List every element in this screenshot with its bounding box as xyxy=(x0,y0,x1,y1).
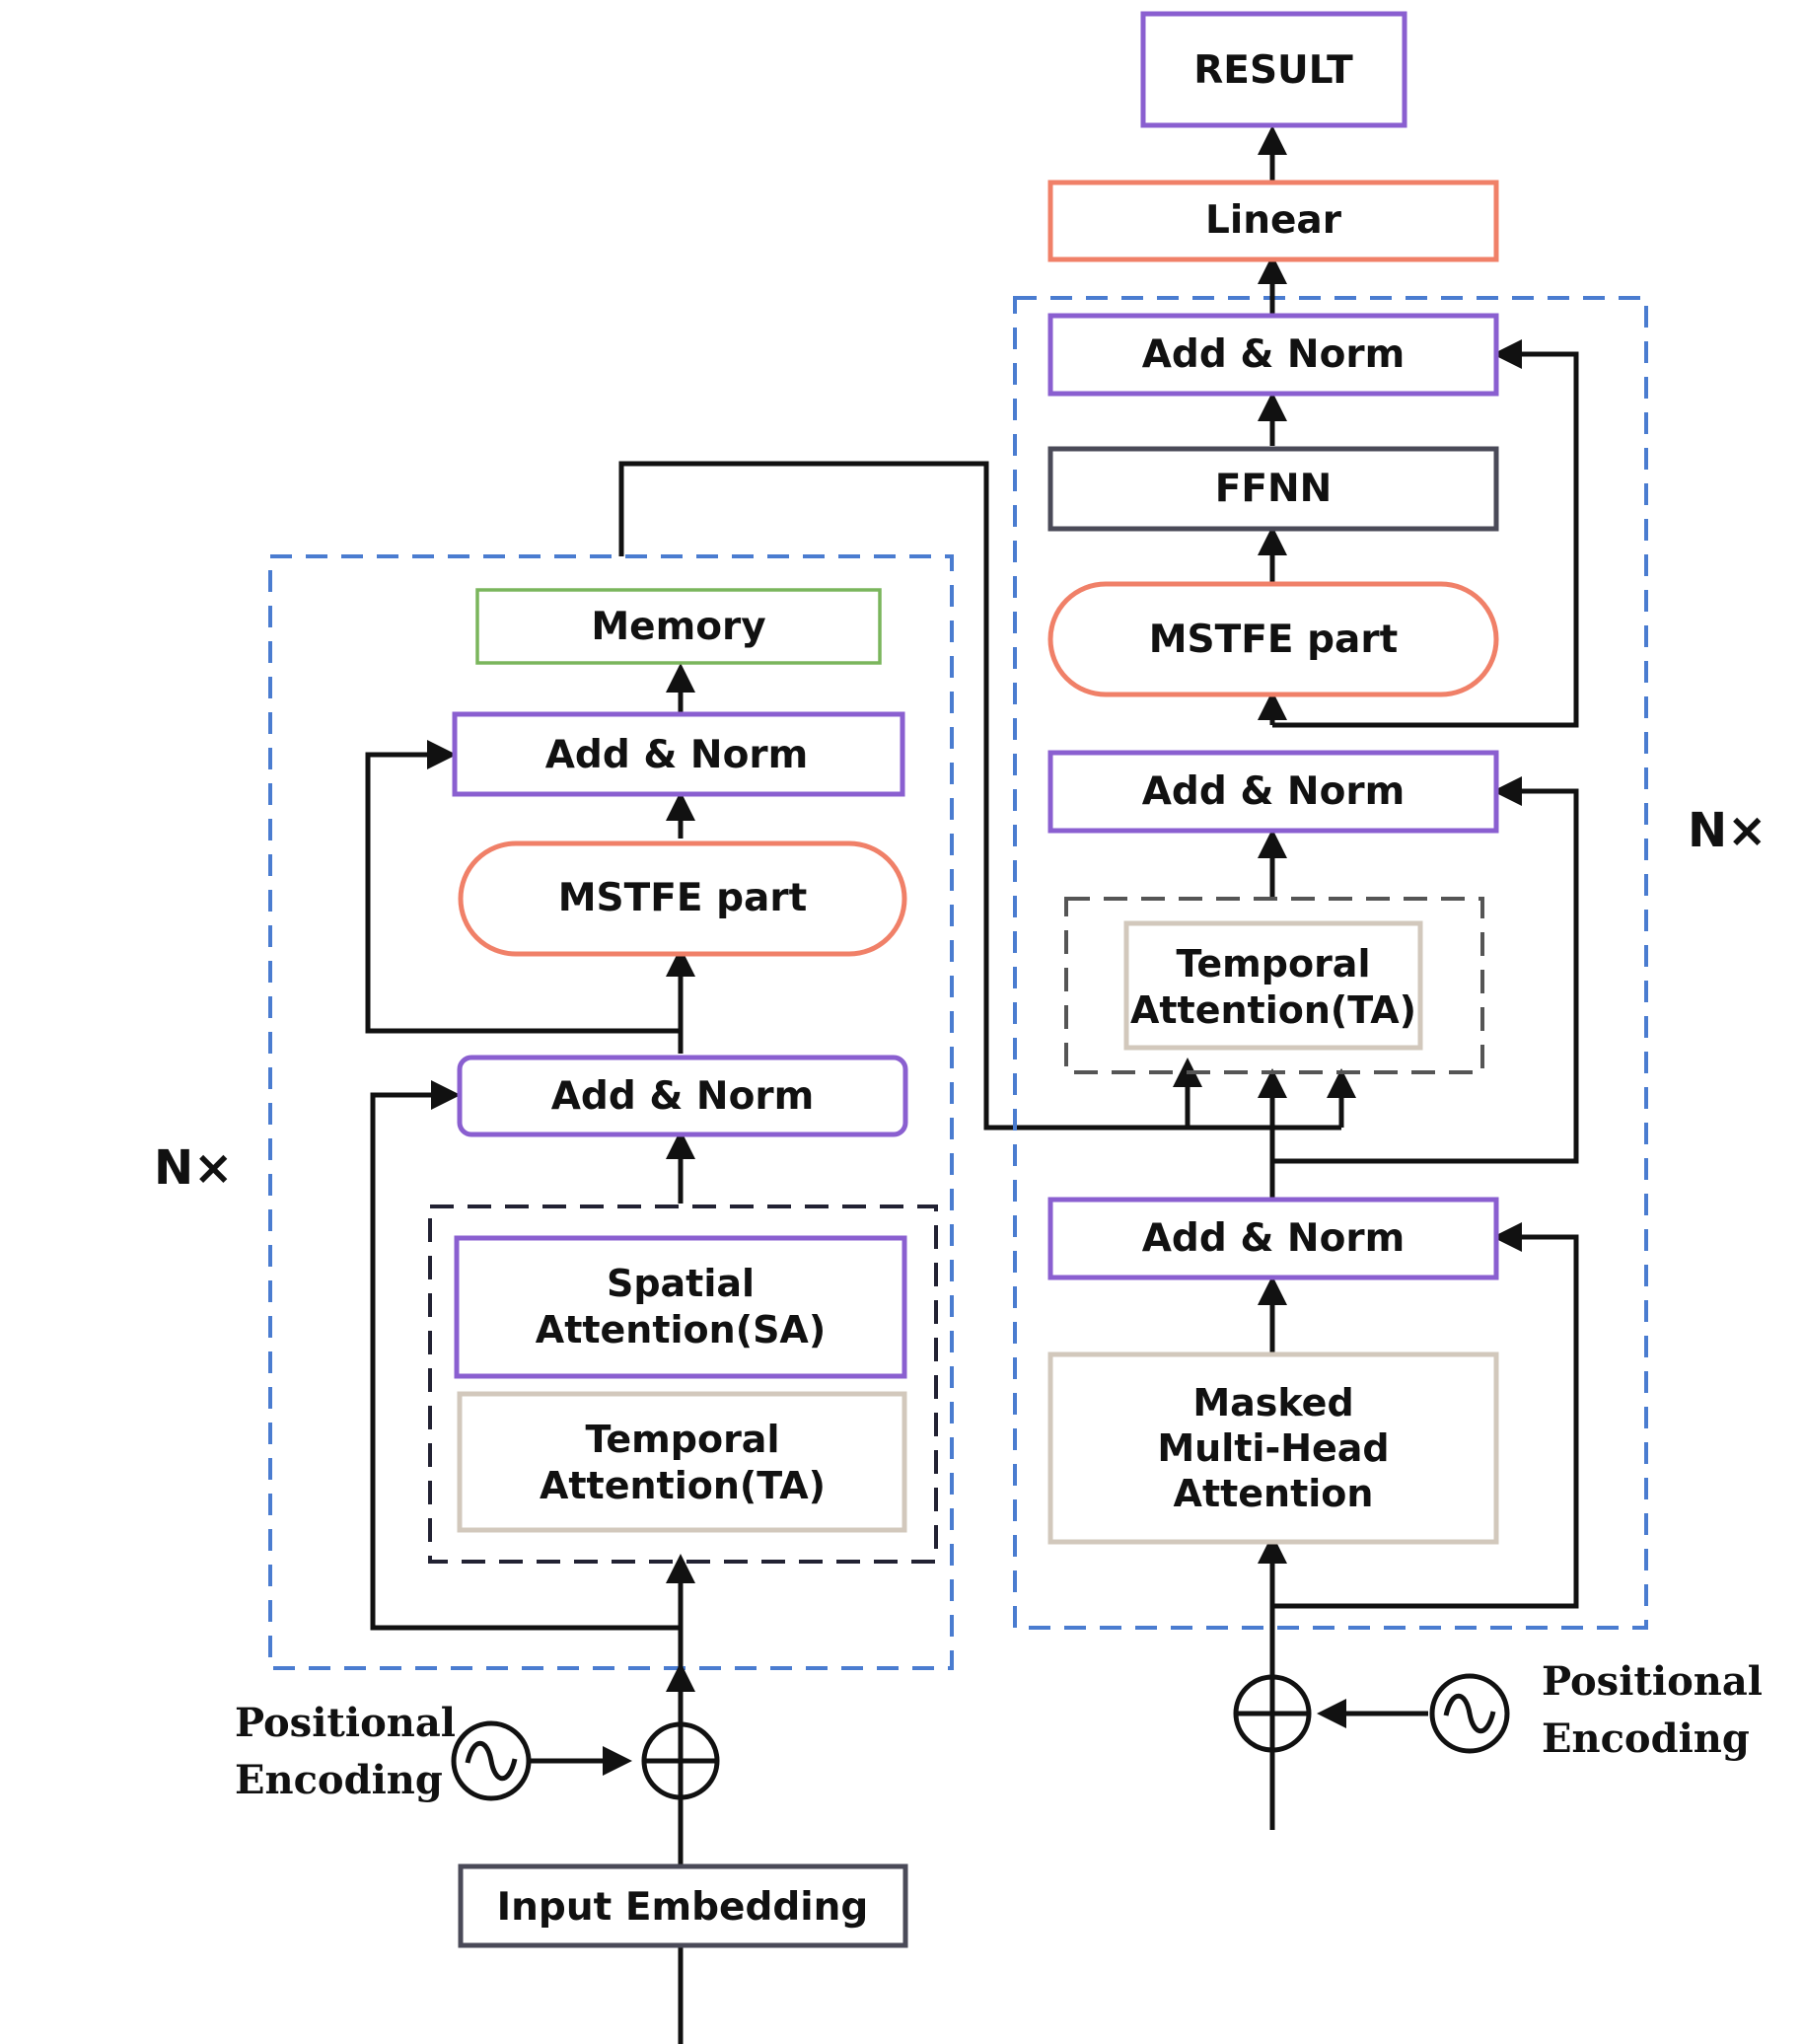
result-label: RESULT xyxy=(1193,48,1353,93)
linear-label: Linear xyxy=(1205,198,1342,243)
decoder-block: RESULT Linear Add & Norm FFNN MSTFE part… xyxy=(1013,11,1767,1830)
result-box xyxy=(1140,11,1407,128)
encoder-add-norm-top xyxy=(452,711,905,797)
ffnn-label: FFNN xyxy=(1215,467,1333,511)
memory-label: Memory xyxy=(591,605,765,649)
spatial-attention-line2: Attention(SA) xyxy=(536,1308,826,1351)
masked-attention-box xyxy=(1047,1351,1499,1545)
encoder-add-norm-top-label: Add & Norm xyxy=(545,733,809,777)
encoder-add-norm-mid-label: Add & Norm xyxy=(551,1074,815,1119)
decoder-repeat-frame xyxy=(1013,296,1648,1630)
encoder-positional-label-1: Positional xyxy=(235,1700,456,1746)
masked-attention-line2: Multi-Head xyxy=(1157,1426,1389,1470)
encoder-temporal-attention-box xyxy=(457,1391,907,1533)
input-embedding-box xyxy=(458,1863,908,1948)
sum-circle-icon xyxy=(1233,1674,1312,1753)
decoder-add-norm-top-label: Add & Norm xyxy=(1142,332,1406,377)
encoder-mstfe-label: MSTFE part xyxy=(558,876,807,920)
masked-attention-line1: Masked xyxy=(1192,1381,1353,1424)
decoder-add-norm-top xyxy=(1047,313,1499,397)
sine-wave-icon xyxy=(451,1720,532,1801)
decoder-add-norm-mid xyxy=(1047,750,1499,834)
encoder-attention-group xyxy=(428,1204,938,1564)
encoder-repeat-frame xyxy=(268,554,954,1670)
decoder-mstfe-box xyxy=(1047,581,1499,697)
decoder-mstfe-label: MSTFE part xyxy=(1149,618,1398,662)
encoder-repeat-label: N× xyxy=(154,1140,233,1196)
spatial-attention-line1: Spatial xyxy=(607,1262,755,1305)
decoder-repeat-label: N× xyxy=(1688,803,1767,858)
decoder-attention-group xyxy=(1064,897,1484,1074)
input-embedding-label: Input Embedding xyxy=(497,1885,869,1930)
encoder-mstfe-box xyxy=(458,840,907,957)
encoder-temporal-attention-line2: Attention(TA) xyxy=(540,1464,826,1507)
encoder-block: Memory Add & Norm MSTFE part Add & Norm … xyxy=(154,461,1356,2044)
encoder-add-norm-mid xyxy=(457,1055,908,1137)
decoder-add-norm-bottom-label: Add & Norm xyxy=(1142,1216,1406,1261)
masked-attention-line3: Attention xyxy=(1174,1472,1374,1515)
decoder-positional-label-1: Positional xyxy=(1542,1658,1763,1705)
sum-circle-icon xyxy=(641,1721,720,1800)
spatial-attention-box xyxy=(454,1235,907,1379)
encoder-positional-label-2: Encoding xyxy=(235,1757,443,1803)
ffnn-box xyxy=(1047,446,1499,532)
decoder-add-norm-bottom xyxy=(1047,1197,1499,1280)
decoder-temporal-attention-line1: Temporal xyxy=(1177,942,1371,986)
decoder-temporal-attention-line2: Attention(TA) xyxy=(1130,988,1416,1032)
sine-wave-icon xyxy=(1429,1673,1510,1754)
decoder-add-norm-mid-label: Add & Norm xyxy=(1142,769,1406,814)
memory-box xyxy=(475,588,882,665)
encoder-temporal-attention-line1: Temporal xyxy=(586,1418,780,1461)
decoder-temporal-attention-box xyxy=(1123,920,1423,1051)
linear-box xyxy=(1047,180,1499,262)
decoder-positional-label-2: Encoding xyxy=(1542,1716,1750,1762)
